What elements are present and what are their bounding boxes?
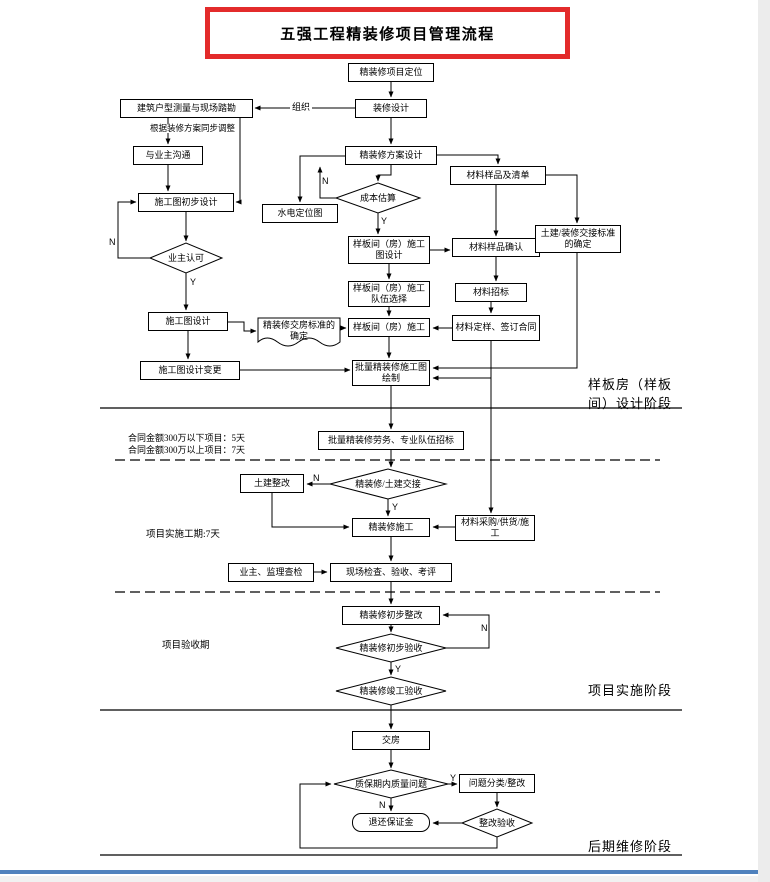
node-model-room-team: 样板间（房）施工队伍选择 [348,281,430,307]
node-owner-comm: 与业主沟通 [133,146,203,165]
handover-n-label: N [313,473,320,483]
node-owner-supervision: 业主、监理查检 [228,563,314,582]
owner-y-label: Y [190,277,197,287]
cost-n-label: N [322,176,329,186]
node-construction-change: 施工图设计变更 [140,361,240,380]
rectify-acceptance-diamond [460,808,534,838]
page-edge-bottom [0,876,770,882]
edge-cost-n-loop [317,166,336,199]
edge-approval-n-loop [117,199,150,259]
owner-approval-diamond [148,242,224,274]
node-material-confirm: 材料样品确认 [452,238,540,257]
cost-y-label: Y [381,216,388,226]
page-title: 五强工程精装修项目管理流程 [280,26,495,43]
node-hydro-layout: 水电定位图 [262,204,338,223]
node-handover: 交房 [352,731,430,750]
prelim-y-label: Y [395,664,402,674]
node-handover-standard: 精装修交房标准的确定 [262,320,335,341]
footer-blue-bar [0,870,770,874]
node-warranty-issue: 质保期内质量问题 [354,778,427,789]
edge-scheme-hydro [297,155,345,203]
page-edge-right [758,0,770,882]
edge-survey-prelim [235,118,242,205]
handover-standard-shape [257,317,341,347]
prelim-n-label: N [481,623,488,633]
node-batch-bidding: 批量精装修劳务、专业队伍招标 [318,431,464,450]
node-construction-prelim: 施工图初步设计 [138,193,234,212]
handover-y-label: Y [392,502,399,512]
implementation-period-note: 项目实施工期:7天 [146,530,220,540]
edge-design-standard [228,321,257,334]
cost-estimate-diamond [334,182,422,214]
node-decoration-construction: 精装修施工 [352,518,430,537]
node-material-contract: 材料定样、签订合同 [452,315,540,341]
contract-duration-note: 合同金额300万以下项目：5天 合同金额300万以上项目：7天 [128,432,298,456]
node-refund-deposit: 退还保证金 [352,813,430,832]
completion-acceptance-diamond [335,676,447,706]
node-material-supply: 材料采购/供货/施工 [455,515,535,541]
node-civil-handover-standard: 土建/装修交接标准的确定 [535,225,621,253]
node-project-positioning: 精装修项目定位 [348,63,434,82]
edge-rectifyacceptance-loop [299,781,498,849]
stage2-label: 项目实施阶段 [588,683,673,698]
owner-n-label: N [109,237,116,247]
edge-label-adjust: 根据装修方案同步调整 [148,123,238,133]
stage-separators [100,407,682,856]
edge-civilstd-batchdrawing [432,253,578,371]
stage1-label: 样板房（样板间）设计阶段 [588,377,673,411]
node-rectify-acceptance: 整改验收 [478,817,515,828]
handover-check-diamond [328,468,448,500]
node-owner-approval: 业主认可 [167,252,204,263]
node-model-room-design: 样板间（房）施工图设计 [348,236,430,264]
node-survey: 建筑户型测量与现场踏勘 [120,99,253,118]
acceptance-period-note: 项目验收期 [162,641,210,651]
edge-label-organize: 组织 [290,102,313,112]
node-cost-estimate: 成本估算 [359,192,396,203]
contract-note-line1: 合同金额300万以下项目：5天 [128,433,246,443]
edge-rectify-construction [271,493,350,530]
warranty-y-label: Y [450,773,457,783]
node-completion-acceptance: 精装修竣工验收 [359,685,423,696]
node-prelim-rectify: 精装修初步整改 [342,606,440,625]
edge-scheme-cost [375,165,392,182]
title-box: 五强工程精装修项目管理流程 [205,7,570,59]
node-site-check: 现场检查、验收、考评 [330,563,452,582]
edge-scheme-materiallist [437,154,501,165]
node-material-bidding: 材料招标 [455,283,527,302]
node-issue-classification: 问题分类/整改 [459,774,535,793]
edge-materiallist-civilstd [546,174,580,224]
node-handover-check: 精装修/土建交接 [355,478,421,489]
node-scheme-design: 精装修方案设计 [345,146,437,165]
warranty-n-label: N [379,800,386,810]
node-model-room-construction: 样板间（房）施工 [348,318,430,337]
prelim-acceptance-diamond [335,633,447,663]
node-prelim-acceptance: 精装修初步验收 [359,642,423,653]
node-decoration-design: 装修设计 [355,99,427,118]
stage3-label: 后期维修阶段 [588,839,673,854]
node-material-samples-list: 材料样品及清单 [450,166,546,185]
contract-note-line2: 合同金额300万以上项目：7天 [128,445,246,456]
node-civil-rectify: 土建整改 [240,474,304,493]
warranty-issue-diamond [333,769,449,799]
node-construction-design: 施工图设计 [148,312,228,331]
node-batch-drawing: 批量精装修施工图绘制 [352,360,430,386]
edge-prelimacceptance-n-loop [442,612,490,649]
